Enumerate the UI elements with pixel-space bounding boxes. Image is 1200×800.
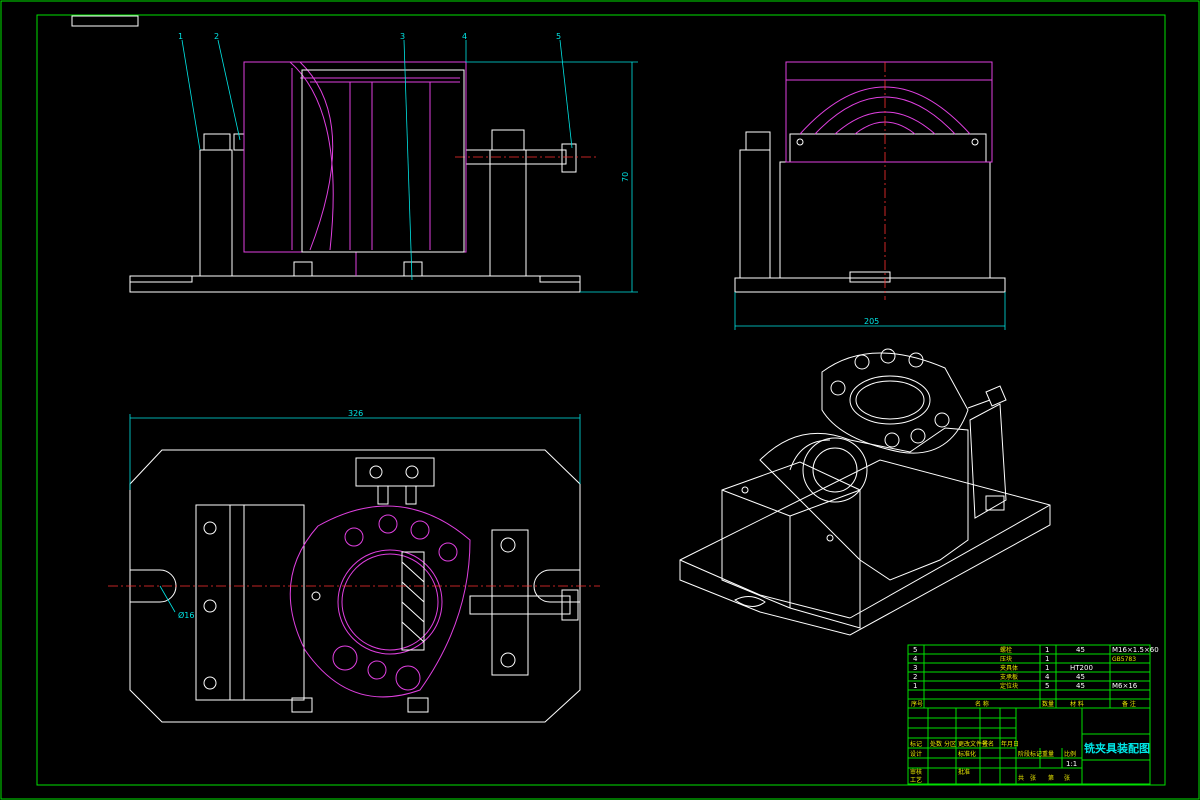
balloon-labels: 1 2 3 4 5 [178, 32, 561, 41]
inner-frame [36, 14, 1166, 786]
svg-text:材 料: 材 料 [1070, 700, 1084, 708]
top-width-dimension: 326 [348, 409, 363, 418]
svg-text:标准化: 标准化 [958, 750, 976, 758]
svg-text:审核: 审核 [910, 768, 922, 776]
bom-row-5: 5 螺栓 1 45 M16×1.5×60 [913, 646, 1159, 654]
corner-tag [71, 15, 139, 27]
svg-text:1: 1 [1045, 655, 1049, 663]
side-width-dimension: 205 [864, 317, 879, 326]
side-view [734, 61, 1006, 330]
bom-header: 序号 名 称 数量 材 料 备 注 [911, 700, 1136, 708]
svg-text:年月日: 年月日 [1001, 740, 1019, 748]
svg-text:HT200: HT200 [1070, 664, 1093, 672]
svg-text:共: 共 [1018, 774, 1024, 782]
title-block-labels: 标记 处数 分区 更改文件号 签名 年月日 设计 标准化 审核 工艺 批准 阶段… [910, 740, 1076, 784]
svg-text:1: 1 [1045, 664, 1049, 672]
svg-text:4: 4 [913, 655, 918, 663]
svg-text:3: 3 [913, 664, 917, 672]
svg-text:M16×1.5×60: M16×1.5×60 [1112, 646, 1159, 654]
svg-text:备 注: 备 注 [1122, 700, 1136, 708]
svg-text:标记: 标记 [910, 740, 922, 748]
svg-text:定位块: 定位块 [1000, 682, 1018, 690]
svg-text:45: 45 [1076, 673, 1085, 681]
drawing-title: 铣夹具装配图 [1084, 741, 1150, 755]
hole-dimension: Ø16 [178, 610, 194, 620]
isometric-view [679, 348, 1051, 636]
svg-text:5: 5 [913, 646, 917, 654]
svg-text:45: 45 [1076, 646, 1085, 654]
svg-text:夹具体: 夹具体 [1000, 664, 1018, 672]
svg-text:支承板: 支承板 [1000, 673, 1018, 681]
svg-text:45: 45 [1076, 682, 1085, 690]
bom-table-lines [907, 644, 1151, 709]
svg-text:名 称: 名 称 [975, 700, 989, 708]
svg-text:处数: 处数 [930, 740, 942, 748]
svg-text:1: 1 [913, 682, 917, 690]
svg-text:设计: 设计 [910, 750, 922, 758]
svg-text:5: 5 [1045, 682, 1049, 690]
bom-row-4: 4 压块 1 GB5783 [913, 655, 1136, 663]
svg-text:批准: 批准 [958, 768, 970, 776]
svg-text:第: 第 [1048, 774, 1054, 782]
front-view [129, 39, 638, 293]
balloon-4: 4 [462, 32, 467, 41]
svg-text:螺栓: 螺栓 [1000, 646, 1012, 654]
svg-text:分区: 分区 [944, 740, 956, 748]
bom-row-1: 1 定位块 5 45 M6×16 [913, 682, 1138, 690]
balloon-2: 2 [214, 32, 219, 41]
svg-text:压块: 压块 [1000, 655, 1012, 663]
title-block-lines [907, 707, 1151, 785]
bom-row-2: 2 支承板 4 45 [913, 673, 1085, 681]
top-view [108, 414, 600, 723]
svg-text:GB5783: GB5783 [1112, 656, 1136, 663]
front-height-dimension: 70 [621, 172, 630, 182]
balloon-3: 3 [400, 32, 405, 41]
svg-text:比例: 比例 [1064, 750, 1076, 758]
svg-text:张: 张 [1064, 774, 1070, 782]
svg-text:更改文件号: 更改文件号 [958, 740, 988, 748]
svg-text:4: 4 [1045, 673, 1050, 681]
balloon-1: 1 [178, 32, 183, 41]
svg-text:M6×16: M6×16 [1112, 682, 1138, 690]
svg-text:1: 1 [1045, 646, 1049, 654]
bom-row-3: 3 夹具体 1 HT200 [913, 664, 1093, 672]
svg-text:重量: 重量 [1042, 750, 1054, 758]
svg-text:2: 2 [913, 673, 917, 681]
svg-text:签名: 签名 [982, 740, 994, 748]
svg-text:数量: 数量 [1042, 700, 1054, 708]
drawing-scale: 1:1 [1066, 760, 1077, 768]
svg-text:阶段标记: 阶段标记 [1018, 750, 1042, 758]
svg-text:工艺: 工艺 [910, 776, 922, 784]
svg-text:张: 张 [1030, 774, 1036, 782]
svg-text:序号: 序号 [911, 700, 923, 708]
balloon-5: 5 [556, 32, 561, 41]
